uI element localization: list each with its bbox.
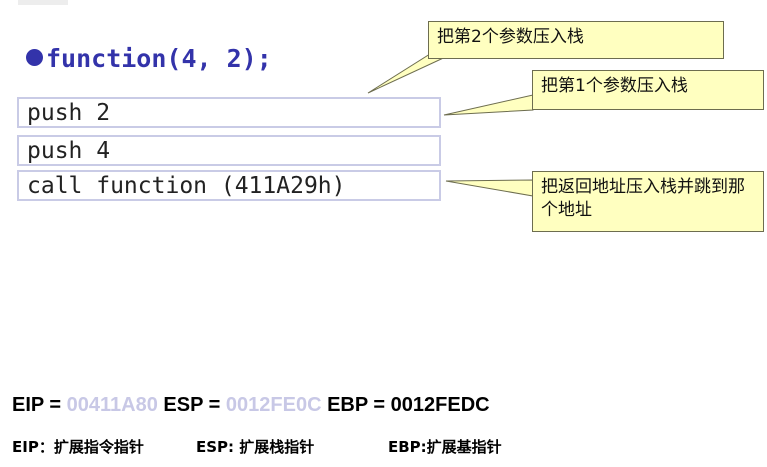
code-line-call: call function (411A29h) xyxy=(17,170,441,201)
code-line-push-2: push 2 xyxy=(17,97,441,128)
pointer-push-first xyxy=(443,94,534,116)
code-line-push-4: push 4 xyxy=(17,135,441,166)
callout-push-first-param: 把第1个参数压入栈 xyxy=(532,70,764,110)
ebp-label: EBP = xyxy=(321,394,391,416)
heading-text: function(4, 2); xyxy=(46,44,272,73)
callout-push-return-address: 把返回地址压入栈并跳到那个地址 xyxy=(532,171,764,232)
function-call-heading: function(4, 2); xyxy=(26,44,272,73)
register-values-line: EIP = 00411A80 ESP = 0012FE0C EBP = 0012… xyxy=(12,394,490,417)
esp-label: ESP = xyxy=(157,394,226,416)
callout-push-second-param: 把第2个参数压入栈 xyxy=(428,21,724,59)
ebp-value: 0012FEDC xyxy=(390,394,490,416)
legend-esp: ESP: 扩展栈指针 xyxy=(196,438,315,456)
legend-eip: EIP：扩展指令指针 xyxy=(12,438,144,456)
slide-corner-decoration xyxy=(18,0,68,5)
bullet-icon xyxy=(26,49,43,66)
pointer-push-return xyxy=(445,179,534,197)
esp-value: 0012FE0C xyxy=(225,394,322,416)
legend-ebp: EBP:扩展基指针 xyxy=(388,438,502,456)
eip-value: 00411A80 xyxy=(66,394,158,416)
pointer-push-second xyxy=(367,53,453,94)
eip-label: EIP = xyxy=(12,394,67,416)
